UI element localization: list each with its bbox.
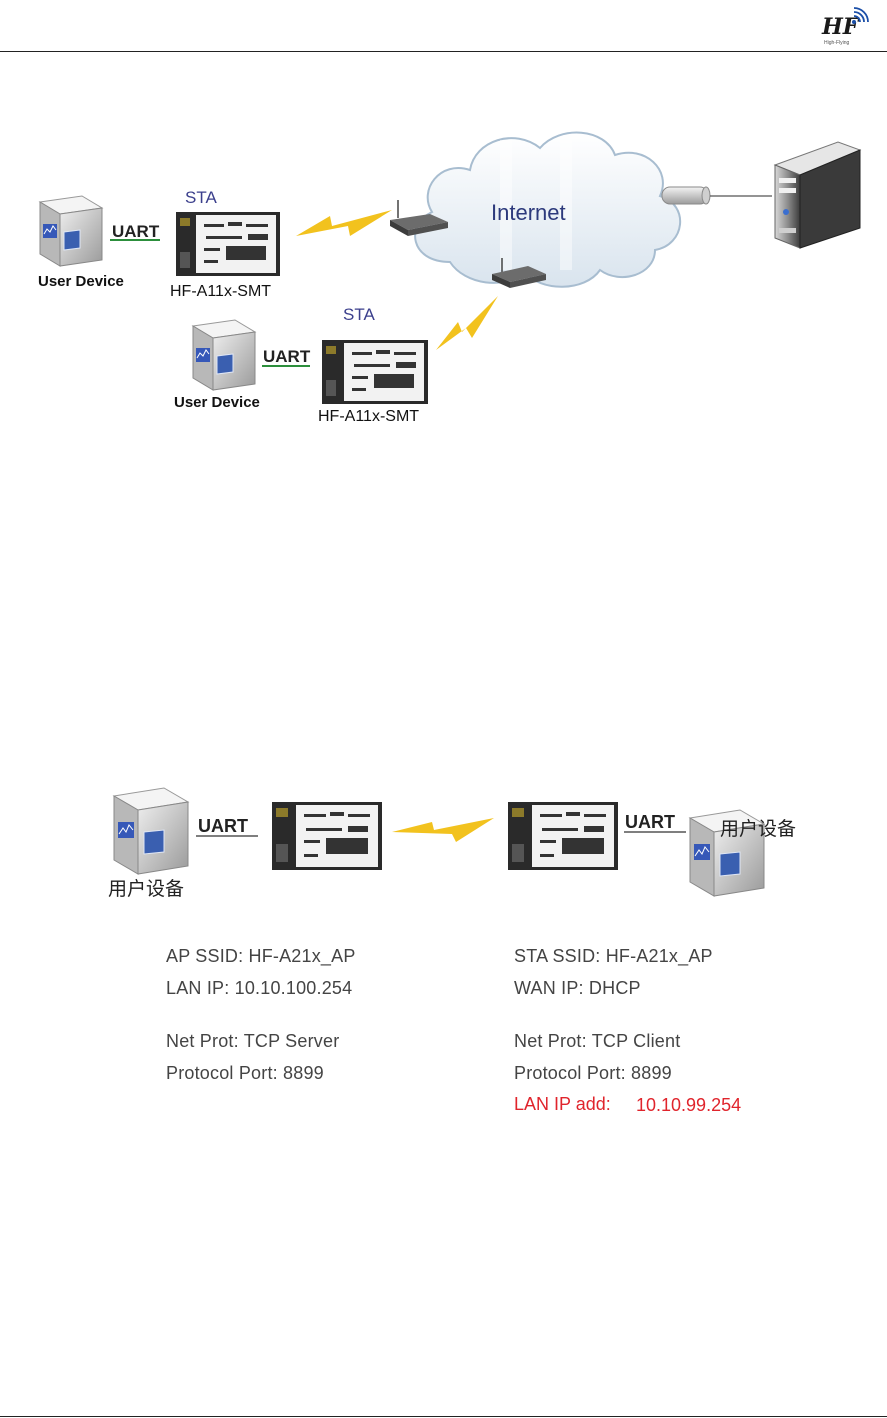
lan-ip-text: LAN IP: 10.10.100.254 <box>166 978 352 999</box>
user-device-icon <box>114 788 188 874</box>
sta-ssid-text: STA SSID: HF-A21x_AP <box>514 946 713 967</box>
wan-ip-text: WAN IP: DHCP <box>514 978 641 999</box>
footer-rule <box>0 1416 887 1417</box>
protocol-port-text: Protocol Port: 8899 <box>166 1063 324 1084</box>
net-prot-text: Net Prot: TCP Server <box>166 1031 339 1052</box>
lan-ip-add-label: LAN IP add: <box>514 1094 611 1115</box>
net-prot-text: Net Prot: TCP Client <box>514 1031 680 1052</box>
uart-label: UART <box>625 812 675 833</box>
wifi-module-icon <box>272 802 382 870</box>
wifi-module-icon <box>508 802 618 870</box>
lan-ip-add-value: 10.10.99.254 <box>636 1095 741 1116</box>
uart-label: UART <box>198 816 248 837</box>
user-device-label: 用户设备 <box>108 874 184 901</box>
wireless-link-icon <box>392 818 494 842</box>
user-device-label: 用户设备 <box>720 814 796 841</box>
ap-ssid-text: AP SSID: HF-A21x_AP <box>166 946 356 967</box>
protocol-port-text: Protocol Port: 8899 <box>514 1063 672 1084</box>
